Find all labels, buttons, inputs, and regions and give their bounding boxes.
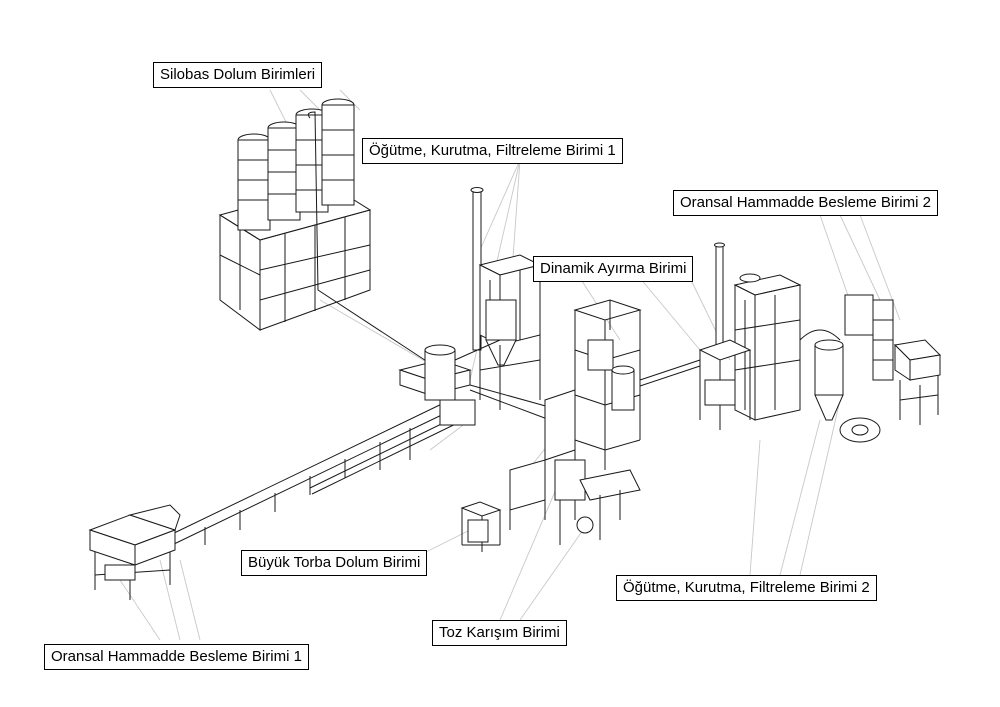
grinding-unit-1 — [398, 187, 561, 426]
feed-hopper-1 — [88, 504, 181, 600]
label-toz-karisim: Toz Karışım Birimi — [432, 620, 567, 646]
big-bag-unit — [460, 501, 502, 552]
silo-group — [218, 98, 441, 371]
label-buyuk-torba: Büyük Torba Dolum Birimi — [241, 550, 428, 576]
label-ogutme-2: Öğütme, Kurutma, Filtreleme Birimi 2 — [616, 575, 877, 601]
label-ogutme-1: Öğütme, Kurutma, Filtreleme Birimi 1 — [362, 138, 623, 164]
central-tower — [509, 299, 701, 545]
feed-hopper-2 — [844, 294, 942, 425]
label-dinamik: Dinamik Ayırma Birimi — [533, 256, 694, 282]
long-conveyor — [169, 399, 473, 546]
grinding-unit-2 — [698, 242, 881, 443]
label-oransal-2: Oransal Hammadde Besleme Birimi 2 — [673, 190, 938, 216]
label-oransal-1: Oransal Hammadde Besleme Birimi 1 — [44, 644, 309, 670]
label-silobas: Silobas Dolum Birimleri — [153, 62, 323, 88]
